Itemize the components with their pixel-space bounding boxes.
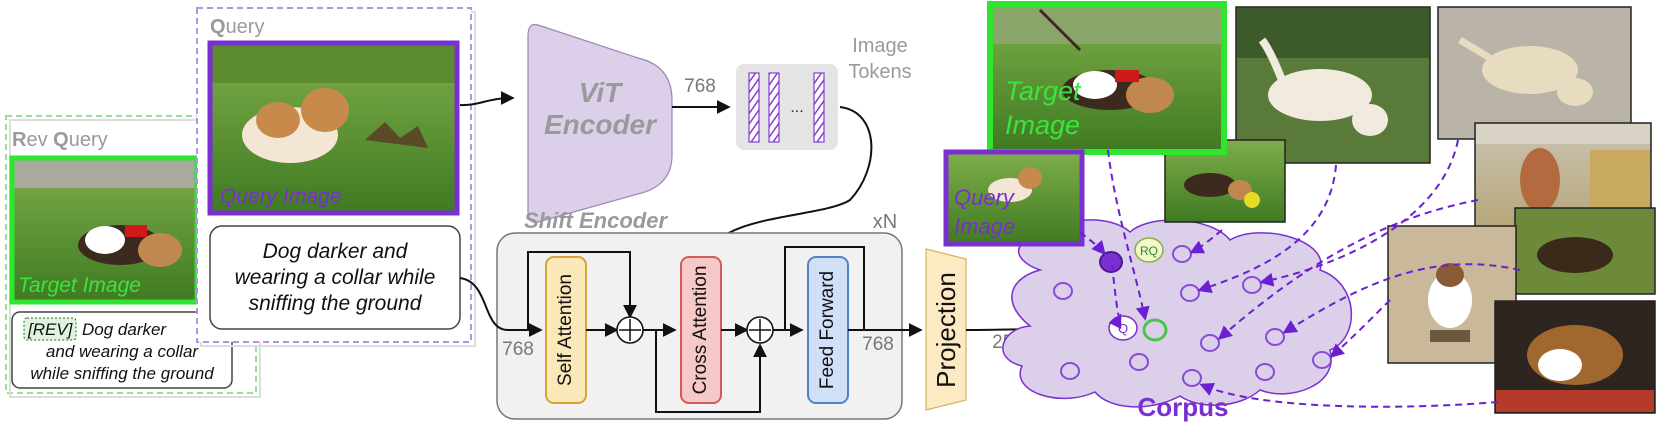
projection-label: Projection xyxy=(931,272,961,388)
rq-label: RQ xyxy=(1140,244,1158,258)
query-text-line2: wearing a collar while xyxy=(235,266,436,289)
corpus-mapping-arrows xyxy=(1079,139,1521,408)
corpus-cloud xyxy=(1002,219,1352,408)
shift-encoder: Shift Encoder xN 768 Self Attention Cros… xyxy=(459,208,923,420)
corpus-point xyxy=(1312,351,1332,369)
residual-connection-1 xyxy=(527,251,637,330)
shift-encoder-title: Shift Encoder xyxy=(524,208,668,233)
corpus-query-label-line2: Image xyxy=(954,214,1015,239)
arrow-dark-dog-to-embedding xyxy=(1282,263,1521,334)
corpus-image xyxy=(1235,6,1431,164)
corpus: Corpus RQ Q xyxy=(1002,219,1352,422)
arrow-target-to-embedding xyxy=(1107,149,1150,321)
corpus-point xyxy=(1060,362,1080,380)
shift-encoder-repeat: xN xyxy=(873,211,897,233)
arrow-text-to-self-attention xyxy=(459,277,543,337)
query-title: Query xyxy=(210,16,264,38)
corpus-target-label-line2: Image xyxy=(1005,110,1080,140)
corpus-images: Target Image Query Image xyxy=(943,1,1656,414)
corpus-point xyxy=(1129,353,1149,371)
query-panel: Query Query Image Dog darker and wearing… xyxy=(196,7,476,347)
vit-encoder-shape xyxy=(527,23,673,223)
query-text-line3: sniffing the ground xyxy=(249,292,423,315)
corpus-image xyxy=(1437,6,1632,140)
rev-tag-badge xyxy=(23,317,77,341)
q-label: Q xyxy=(1118,321,1128,336)
image-token xyxy=(813,72,825,143)
vit-label-line2: Encoder xyxy=(544,109,658,140)
rev-text-line1: Dog darker xyxy=(82,320,167,339)
image-tokens-label-line1: Image xyxy=(852,35,908,57)
query-image: Query Image xyxy=(207,40,460,216)
corpus-point xyxy=(1172,245,1192,263)
self-attention-label: Self Attention xyxy=(555,274,576,386)
arrow-beagle-ball-to-embedding xyxy=(1189,229,1223,254)
rev-text-line2: and wearing a collar xyxy=(46,342,199,361)
residual-connection-2 xyxy=(655,330,767,413)
shift-output-dim: 768 xyxy=(862,334,894,355)
rev-tag: [REV] xyxy=(27,320,74,339)
cross-attention-label: Cross Attention xyxy=(690,266,711,395)
corpus-query-label-line1: Query xyxy=(954,185,1016,210)
arrow-tokens-to-cross-attention xyxy=(704,106,873,258)
corpus-query-image: Query Image xyxy=(943,149,1085,247)
shift-input-dim: 768 xyxy=(502,339,534,360)
image-token xyxy=(748,72,760,143)
arrow-labrador1-to-embedding xyxy=(1197,164,1337,294)
query-text-box xyxy=(209,225,461,330)
arrow-beagle-lying-to-embedding xyxy=(1199,382,1499,408)
corpus-target-image: Target Image xyxy=(987,1,1227,155)
arrow-query-image-to-embedding xyxy=(1079,231,1106,256)
corpus-point xyxy=(1265,328,1285,346)
corpus-point xyxy=(1180,284,1200,302)
vit-label-line1: ViT xyxy=(579,77,624,108)
corpus-point xyxy=(1200,334,1220,352)
arrow-labrador2-to-embedding xyxy=(1259,139,1459,287)
vit-output-dim: 768 xyxy=(684,76,716,97)
rev-query-embedding xyxy=(1134,237,1164,263)
query-image-label: Query Image xyxy=(220,185,341,208)
corpus-image xyxy=(1494,300,1656,414)
arrow-query-to-vit xyxy=(459,91,515,107)
corpus-target-label-line1: Target xyxy=(1005,76,1082,106)
arrow-beagle-walk-to-embedding xyxy=(1329,299,1391,358)
image-tokens-label-line2: Tokens xyxy=(848,61,911,83)
feed-forward-label: Feed Forward xyxy=(817,271,838,389)
rev-target-image: Target Image xyxy=(9,155,200,305)
image-tokens-box xyxy=(736,64,838,150)
rev-target-image-label: Target Image xyxy=(18,274,141,297)
corpus-point xyxy=(1053,282,1073,300)
tokens-ellipsis: ... xyxy=(790,99,803,116)
query-text-line1: Dog darker and xyxy=(263,240,409,263)
corpus-point xyxy=(1242,276,1262,294)
corpus-point xyxy=(1255,363,1275,381)
query-image-embedding xyxy=(1099,251,1123,273)
rev-text-line3: while sniffing the ground xyxy=(30,364,214,383)
residual-connection-3 xyxy=(784,246,865,330)
image-token xyxy=(768,72,780,143)
corpus-point xyxy=(1182,369,1202,387)
target-embedding xyxy=(1142,318,1168,342)
vit-encoder: ViT Encoder 768 ... Image Tokens xyxy=(459,23,912,258)
projection-shape xyxy=(925,248,967,411)
rev-query-title: Rev Query xyxy=(12,129,108,151)
corpus-image xyxy=(1514,207,1656,295)
corpus-label: Corpus xyxy=(1138,392,1229,422)
